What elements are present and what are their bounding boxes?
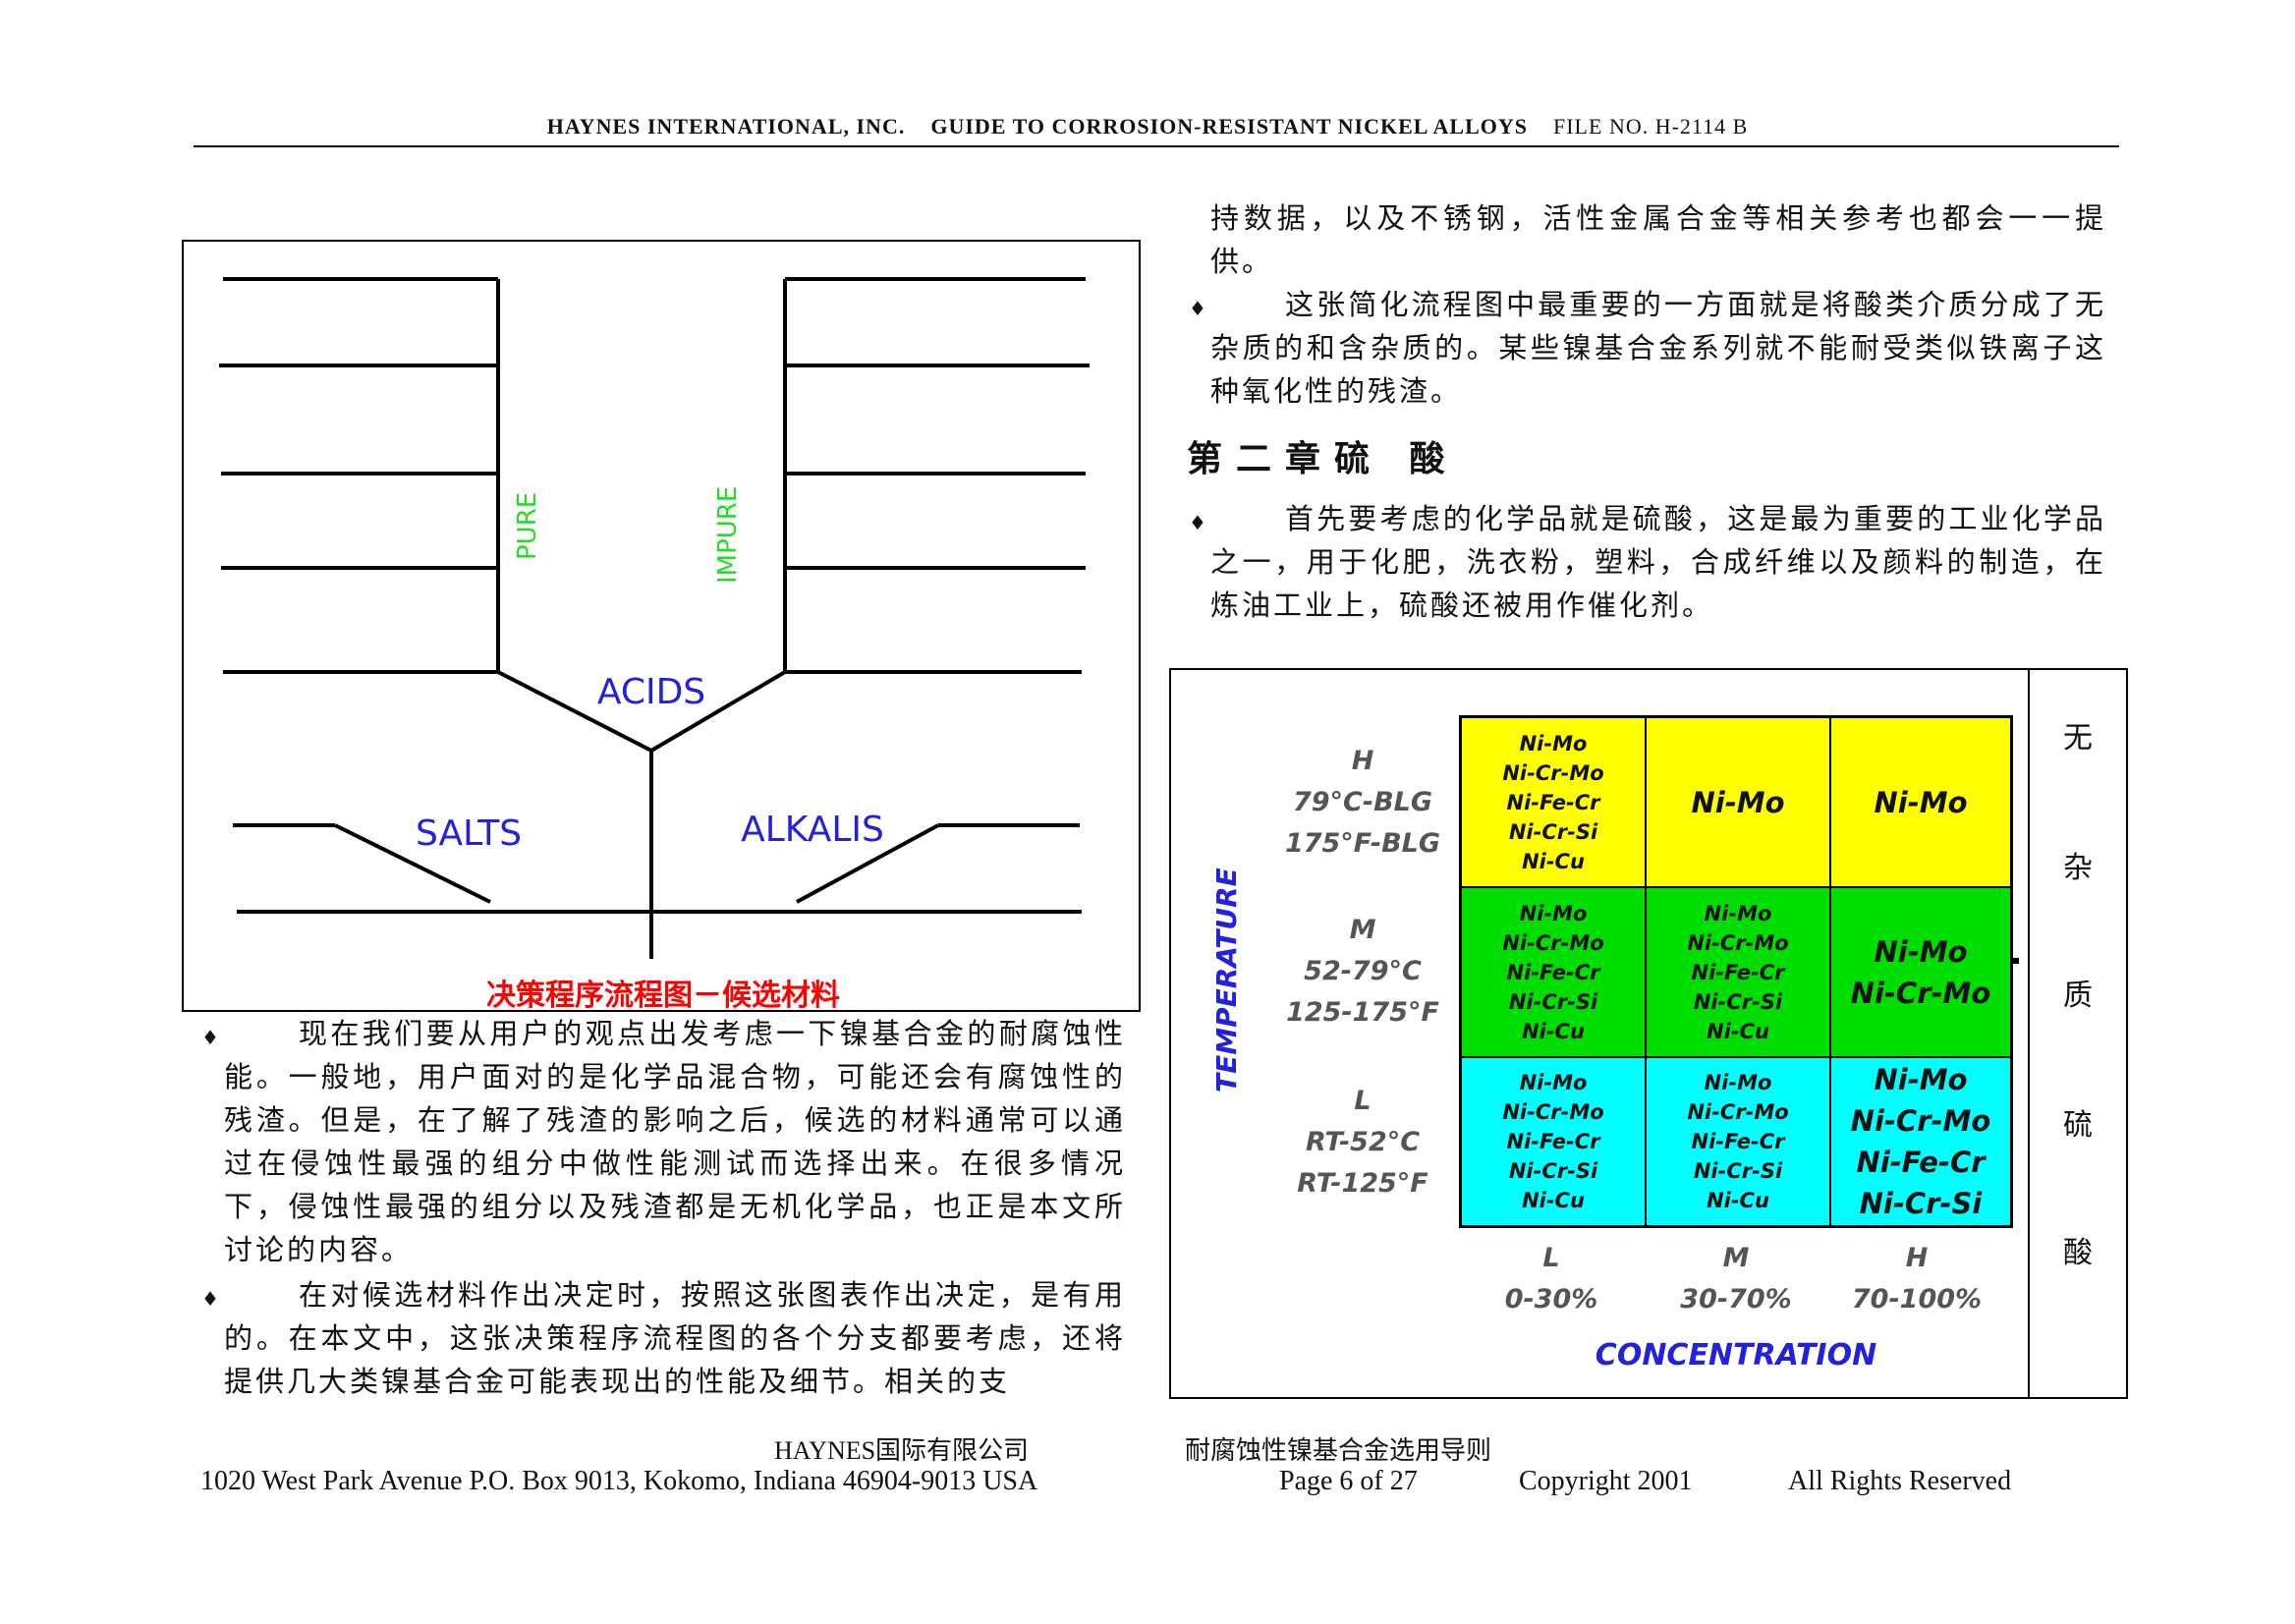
side-char-5: 酸	[2063, 1236, 2093, 1270]
cell-medium-high: Ni-Mo Ni-Cr-Mo	[1830, 887, 2011, 1057]
alkalis-label: ALKALIS	[741, 810, 884, 850]
salts-label: SALTS	[416, 813, 522, 854]
footer-rights: All Rights Reserved	[1788, 1466, 2012, 1496]
impure-label: IMPURE	[713, 486, 743, 584]
col-label-medium: M 30-70%	[1680, 1243, 1792, 1315]
cell-low-medium: Ni-Mo Ni-Cr-Mo Ni-Fe-Cr Ni-Cr-Si Ni-Cu	[1646, 1057, 1830, 1226]
flowchart-caption: 决策程序流程图－候选材料	[486, 979, 840, 1013]
row-label-low: L RT-52°C RT-125°F	[1297, 1086, 1428, 1199]
matrix-grid: Ni-Mo Ni-Cr-Mo Ni-Fe-Cr Ni-Cr-Si Ni-Cu N…	[1459, 715, 2013, 1228]
chapter-heading: 第二章硫 酸	[1187, 438, 1459, 479]
alloy-selection-matrix: TEMPERATURE H 79°C-BLG 175°F-BLG M 52-79…	[1169, 668, 2128, 1399]
cell-high-medium: Ni-Mo	[1646, 717, 1830, 887]
acids-label: ACIDS	[597, 672, 705, 712]
marker-dot	[2013, 958, 2019, 964]
page-header: HAYNES INTERNATIONAL, INC. GUIDE TO CORR…	[0, 114, 2295, 140]
header-rule	[194, 145, 2119, 147]
pure-label: PURE	[513, 492, 542, 560]
cell-low-high: Ni-Mo Ni-Cr-Mo Ni-Fe-Cr Ni-Cr-Si	[1830, 1057, 2011, 1226]
cell-medium-low: Ni-Mo Ni-Cr-Mo Ni-Fe-Cr Ni-Cr-Si Ni-Cu	[1461, 887, 1646, 1057]
bullet-2: ♦	[201, 1287, 219, 1311]
left-paragraph-1: 现在我们要从用户的观点出发考虑一下镍基合金的耐腐蚀性能。一般地，用户面对的是化学…	[224, 1017, 1126, 1266]
right-paragraph-1: 这张简化流程图中最重要的一方面就是将酸类介质分成了无杂质的和含杂质的。某些镍基合…	[1210, 288, 2106, 408]
footer-title-cn: 耐腐蚀性镍基合金选用导则	[1185, 1436, 1492, 1465]
col-label-high: H 70-100%	[1851, 1243, 1983, 1315]
footer-address: 1020 West Park Avenue P.O. Box 9013, Kok…	[200, 1466, 1038, 1496]
decision-flowchart: PURE IMPURE ACIDS SALTS ALKALIS 决策程序流程图－…	[182, 240, 1141, 1013]
footer-company-cn: HAYNES国际有限公司	[774, 1436, 1030, 1465]
side-char-2: 杂	[2063, 851, 2093, 885]
right-paragraph-continued: 持数据，以及不锈钢，活性金属合金等相关参考也都会一一提供。	[1210, 201, 2106, 278]
side-char-4: 硫	[2063, 1108, 2093, 1143]
header-file-no: FILE NO. H-2114 B	[1553, 114, 1749, 139]
col-label-low: L 0-30%	[1504, 1243, 1598, 1315]
left-paragraph-2: 在对候选材料作出决定时，按照这张图表作出决定，是有用的。在本文中，这张决策程序流…	[224, 1278, 1126, 1398]
row-label-high: H 79°C-BLG 175°F-BLG	[1284, 746, 1441, 859]
bullet-3: ♦	[1189, 297, 1206, 320]
side-char-1: 无	[2063, 721, 2093, 756]
flowchart-lines: PURE IMPURE ACIDS SALTS ALKALIS	[219, 277, 1090, 959]
temperature-axis-label: TEMPERATURE	[1210, 868, 1243, 1092]
cell-medium-medium: Ni-Mo Ni-Cr-Mo Ni-Fe-Cr Ni-Cr-Si Ni-Cu	[1646, 887, 1830, 1057]
bullet-1: ♦	[201, 1026, 219, 1049]
cell-low-low: Ni-Mo Ni-Cr-Mo Ni-Fe-Cr Ni-Cr-Si Ni-Cu	[1461, 1057, 1646, 1226]
footer-page: Page 6 of 27	[1279, 1466, 1418, 1496]
header-company: HAYNES INTERNATIONAL, INC.	[546, 114, 906, 139]
side-char-3: 质	[2063, 979, 2093, 1013]
header-guide: GUIDE TO CORROSION-RESISTANT NICKEL ALLO…	[930, 114, 1528, 139]
side-divider	[2028, 670, 2030, 1397]
right-paragraph-2: 首先要考虑的化学品就是硫酸，这是最为重要的工业化学品之一，用于化肥，洗衣粉，塑料…	[1210, 502, 2106, 622]
cell-high-high: Ni-Mo	[1830, 717, 2011, 887]
row-label-medium: M 52-79°C 125-175°F	[1286, 915, 1439, 1028]
cell-high-low: Ni-Mo Ni-Cr-Mo Ni-Fe-Cr Ni-Cr-Si Ni-Cu	[1461, 717, 1646, 887]
footer-copyright: Copyright 2001	[1519, 1466, 1693, 1496]
bullet-4: ♦	[1189, 511, 1206, 534]
concentration-axis-label: CONCENTRATION	[1595, 1338, 1877, 1372]
